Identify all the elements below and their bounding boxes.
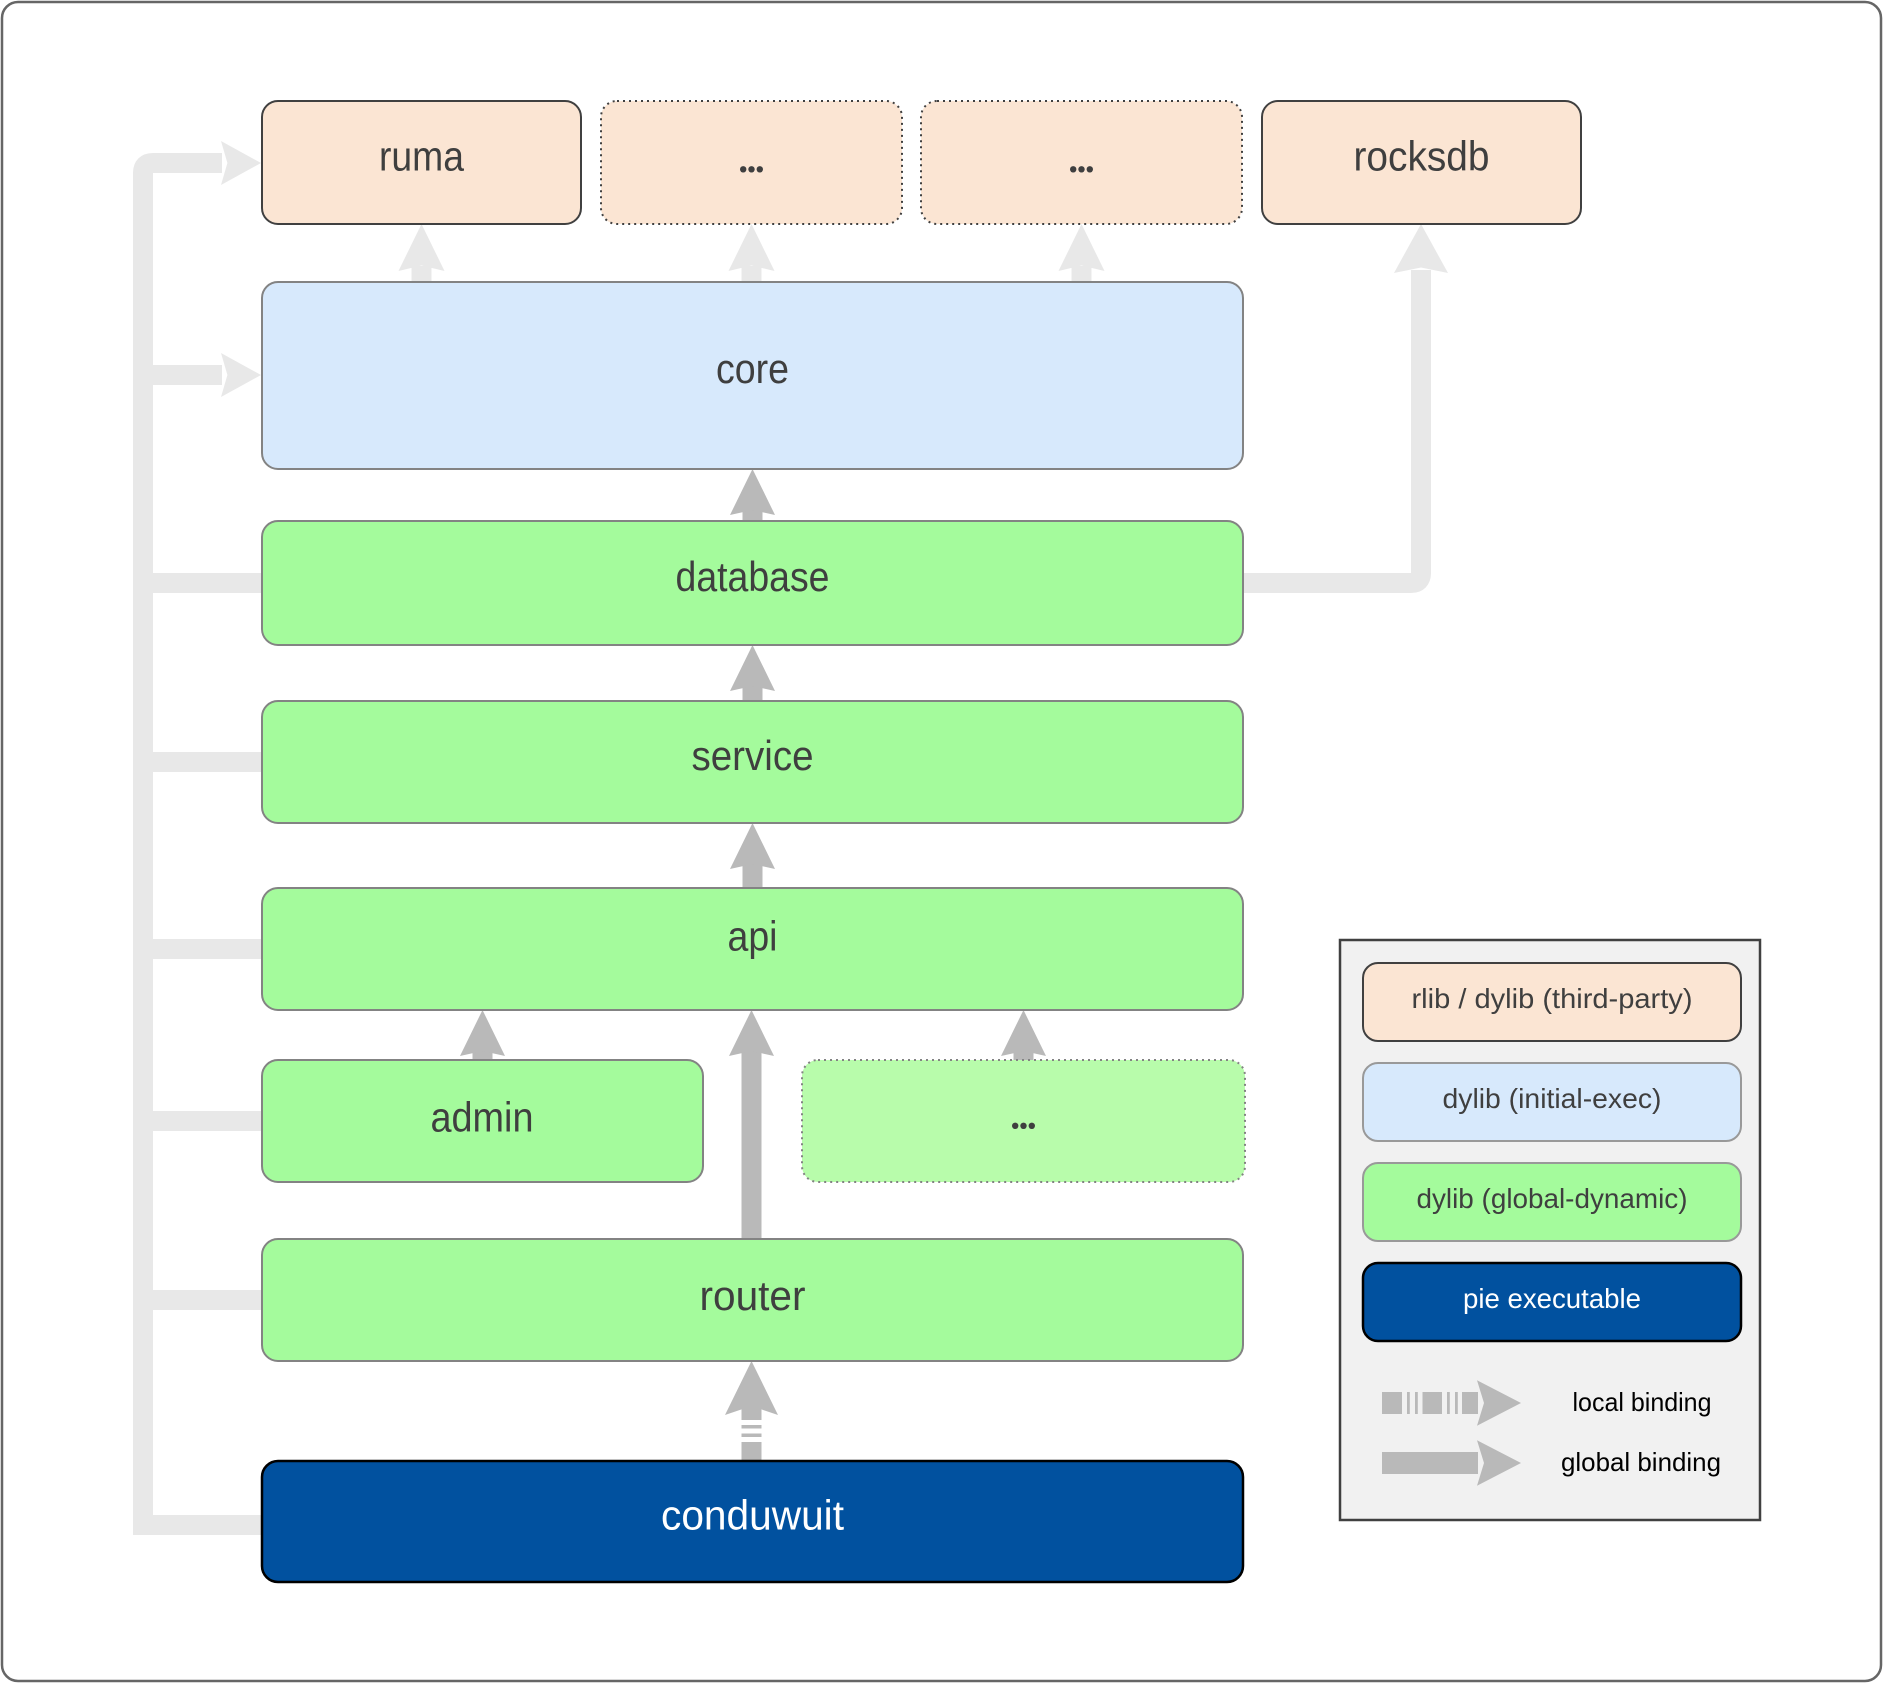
svg-text:dylib (initial-exec): dylib (initial-exec) [1443,1083,1662,1114]
svg-text:local binding: local binding [1573,1387,1712,1417]
svg-text:pie executable: pie executable [1463,1283,1641,1314]
svg-text:rocksdb: rocksdb [1354,133,1490,180]
svg-text:global binding: global binding [1561,1447,1721,1477]
svg-text:api: api [728,913,778,960]
svg-text:dylib (global-dynamic): dylib (global-dynamic) [1417,1183,1688,1214]
svg-text:rlib / dylib (third-party): rlib / dylib (third-party) [1412,983,1693,1014]
svg-text:conduwuit: conduwuit [661,1492,844,1539]
svg-text:admin: admin [431,1094,534,1141]
svg-text:core: core [716,345,789,392]
svg-text:router: router [700,1272,806,1319]
svg-text:service: service [692,732,814,779]
svg-text:ruma: ruma [379,133,465,180]
svg-text:database: database [676,553,830,600]
